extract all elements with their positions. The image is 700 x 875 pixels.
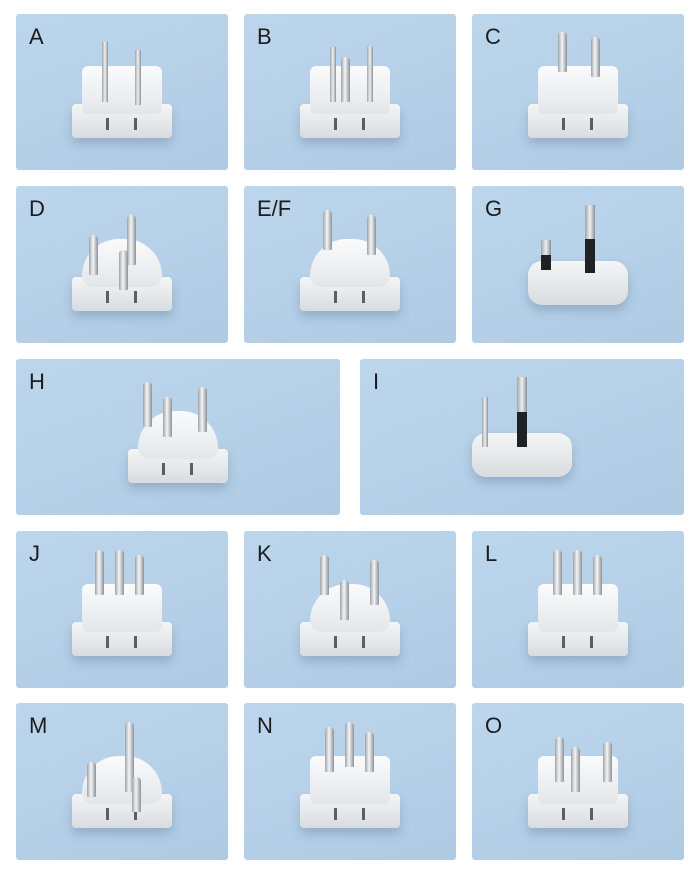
plug-type-label: L [485,541,498,566]
plug-adapter-image [285,205,415,325]
adapter-body [538,66,618,114]
round-pin-icon [325,726,334,772]
plug-type-label: C [485,24,501,49]
round-pin-icon [365,731,374,772]
flat-pin-icon [330,47,336,102]
round-pin-icon [340,579,349,620]
plug-adapter-image [57,32,187,152]
plug-adapter-image [457,377,587,497]
plug-tile: L [472,531,684,688]
plug-tile: H [16,359,340,515]
plug-tile: I [360,359,684,515]
plug-tile: M [16,703,228,860]
plug-tile: B [244,14,456,170]
plug-type-label: K [257,541,272,566]
plug-type-label: E/F [257,196,292,221]
plug-adapter-image [513,32,643,152]
plug-type-label: M [29,713,48,738]
plug-tile: J [16,531,228,688]
flat-pin-icon [482,397,488,447]
adapter-body [82,66,162,114]
plug-type-label: A [29,24,44,49]
pin-insulation [585,238,595,273]
round-pin-icon [603,741,612,782]
blade-pin-icon [517,377,527,447]
adapter-body [310,66,390,114]
plug-adapter-image [513,722,643,842]
plug-adapter-image [285,550,415,670]
plug-adapter-image [285,721,415,842]
round-pin-icon [370,559,379,605]
plug-tile: A [16,14,228,170]
round-pin-icon [555,736,564,782]
plug-tile: O [472,703,684,860]
plug-tile: E/F [244,186,456,343]
round-pin-icon [163,397,172,437]
round-pin-icon [341,57,350,102]
round-pin-icon [593,554,602,595]
round-pin-icon [143,382,152,427]
round-pin-icon [553,549,562,595]
plug-adapter-image [285,32,415,152]
pin-insulation [517,412,527,447]
flat-pin-icon [135,50,141,105]
plug-adapter-image [57,205,187,325]
plug-tile: C [472,14,684,170]
round-pin-icon [198,387,207,432]
plug-type-label: G [485,196,503,221]
blade-pin-icon [541,239,551,270]
plug-type-label: B [257,24,272,49]
round-pin-icon [367,214,376,255]
round-pin-icon [571,746,580,792]
round-pin-icon [132,776,141,812]
round-pin-icon [87,761,96,797]
plug-adapter-image [513,549,643,670]
round-pin-icon [135,554,144,595]
plug-tile: G [472,186,684,343]
round-pin-icon [119,249,128,290]
round-pin-icon [125,721,134,792]
round-pin-icon [89,234,98,275]
plug-tile: D [16,186,228,343]
pin-insulation [541,254,551,270]
flat-pin-icon [102,42,108,102]
plug-tile: K [244,531,456,688]
round-pin-icon [115,549,124,595]
plug-adapter-image [57,721,187,842]
round-pin-icon [320,554,329,595]
plug-type-label: I [373,369,380,394]
plug-adapter-image [57,549,187,670]
blade-pin-icon [585,204,595,273]
round-pin-icon [573,549,582,595]
plug-type-label: D [29,196,45,221]
plug-adapter-image [113,377,243,497]
plug-type-label: O [485,713,503,738]
plug-type-label: J [29,541,40,566]
adapter-body [310,238,390,287]
flat-pin-icon [367,47,373,102]
round-pin-icon [323,209,332,250]
round-pin-icon [558,32,567,72]
round-pin-icon [345,721,354,767]
plug-tile: N [244,703,456,860]
plug-type-label: H [29,369,45,394]
round-pin-icon [591,37,600,77]
plug-type-label: N [257,713,273,738]
plug-adapter-image [513,204,643,325]
round-pin-icon [95,549,104,595]
round-pin-icon [127,214,136,265]
